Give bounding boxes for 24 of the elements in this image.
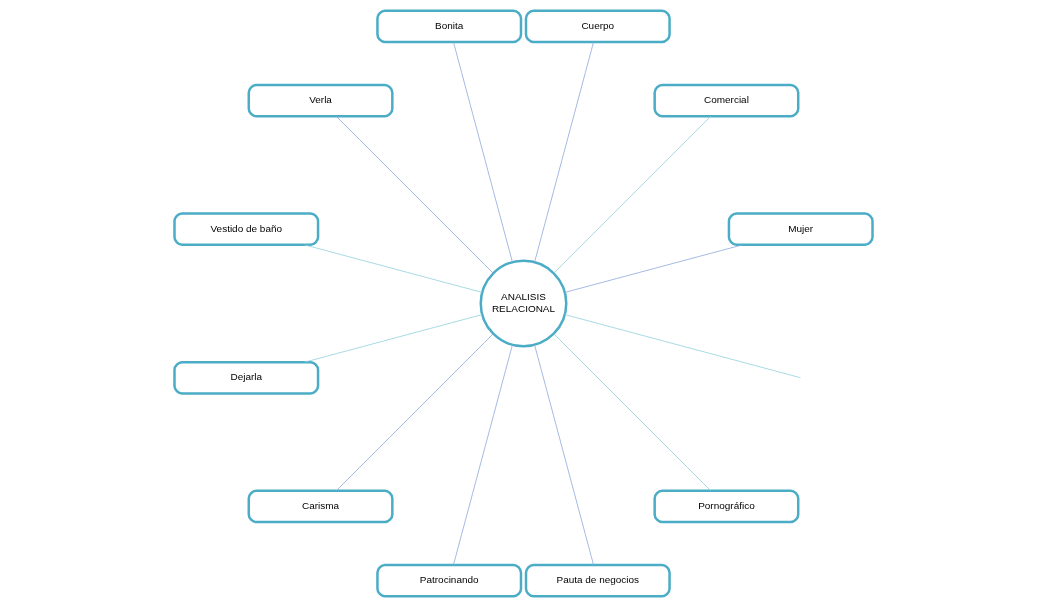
- node-box: Bonita: [376, 9, 523, 44]
- node-box: Vestido de baño: [173, 212, 320, 247]
- connector: [564, 244, 743, 293]
- connector: [553, 115, 712, 274]
- connector: [453, 344, 513, 566]
- node-box: Comercial: [653, 83, 800, 118]
- connector: [534, 344, 594, 566]
- connector: [534, 41, 594, 263]
- node-box: Dejarla: [173, 360, 320, 395]
- node-box: Mujer: [727, 212, 874, 247]
- connector: [553, 333, 712, 492]
- connector: [304, 314, 483, 363]
- connector: [335, 333, 494, 492]
- connector: [335, 115, 494, 274]
- node-box: Verla: [247, 83, 394, 118]
- connector: [304, 244, 483, 293]
- node-box: Patrocinando: [376, 563, 523, 598]
- connector: [564, 314, 801, 379]
- node-box: Carisma: [247, 489, 394, 524]
- node-circle: ANALISIS RELACIONAL: [479, 259, 568, 348]
- node-box: Cuerpo: [524, 9, 671, 44]
- node-box: Pornográfico: [653, 489, 800, 524]
- connector: [453, 41, 513, 263]
- node-box: Pauta de negocios: [524, 563, 671, 598]
